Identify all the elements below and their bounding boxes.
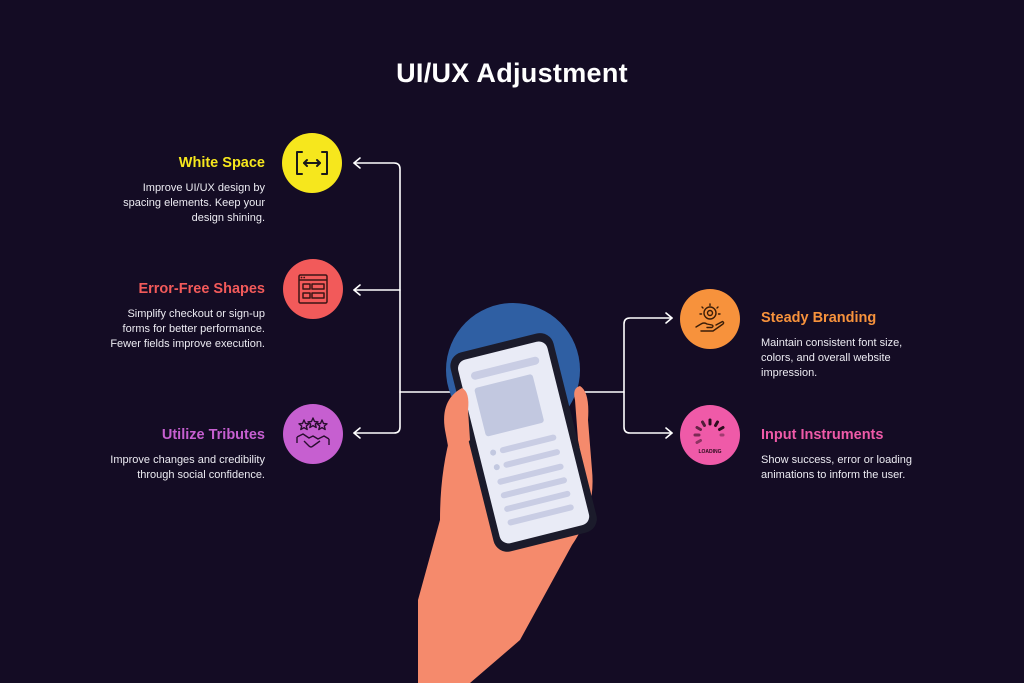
right-trunk-line: [623, 317, 673, 434]
item-input-instruments: Input Instruments Show success, error or…: [761, 427, 921, 483]
description-steady-branding: Maintain consistent font size, colors, a…: [761, 337, 903, 379]
arrow-instruments: [665, 427, 673, 439]
description-error-free-shapes: Simplify checkout or sign-up forms for b…: [110, 308, 265, 350]
loading-label: LOADING: [698, 449, 722, 455]
heading-error-free-shapes: Error-Free Shapes: [138, 281, 265, 297]
arrow-white-space: [353, 157, 361, 169]
hand-award-icon: [695, 303, 725, 332]
heading-steady-branding: Steady Branding: [761, 310, 877, 326]
arrow-branding: [665, 312, 673, 324]
item-steady-branding: Steady Branding Maintain consistent font…: [761, 310, 921, 381]
item-error-free-shapes: Error-Free Shapes Simplify checkout or s…: [110, 281, 265, 352]
heading-utilize-tributes: Utilize Tributes: [161, 427, 265, 443]
left-trunk-line: [353, 162, 401, 434]
item-white-space: White Space Improve UI/UX design by spac…: [110, 155, 265, 226]
badge-white-space: [282, 133, 342, 193]
web-form-icon: [298, 274, 328, 304]
description-utilize-tributes: Improve changes and credibility through …: [110, 454, 265, 481]
heading-input-instruments: Input Instruments: [761, 427, 884, 443]
page-title: UI/UX Adjustment: [396, 58, 628, 88]
badge-error-free-shapes: [283, 259, 343, 319]
arrow-tributes: [353, 427, 361, 439]
description-white-space: Improve UI/UX design by spacing elements…: [123, 182, 265, 224]
horizontal-spacing-icon: [296, 151, 328, 175]
badge-input-instruments: LOADING: [680, 405, 740, 465]
badge-steady-branding: [680, 289, 740, 349]
arrow-error-free: [353, 284, 361, 296]
heading-white-space: White Space: [178, 155, 265, 171]
badge-utilize-tributes: [283, 404, 343, 464]
loading-spinner-icon: [693, 418, 725, 444]
thumb-shape: [444, 388, 470, 448]
description-input-instruments: Show success, error or loading animation…: [761, 454, 913, 481]
item-utilize-tributes: Utilize Tributes Improve changes and cre…: [110, 427, 265, 483]
handshake-stars-icon: [296, 417, 330, 448]
